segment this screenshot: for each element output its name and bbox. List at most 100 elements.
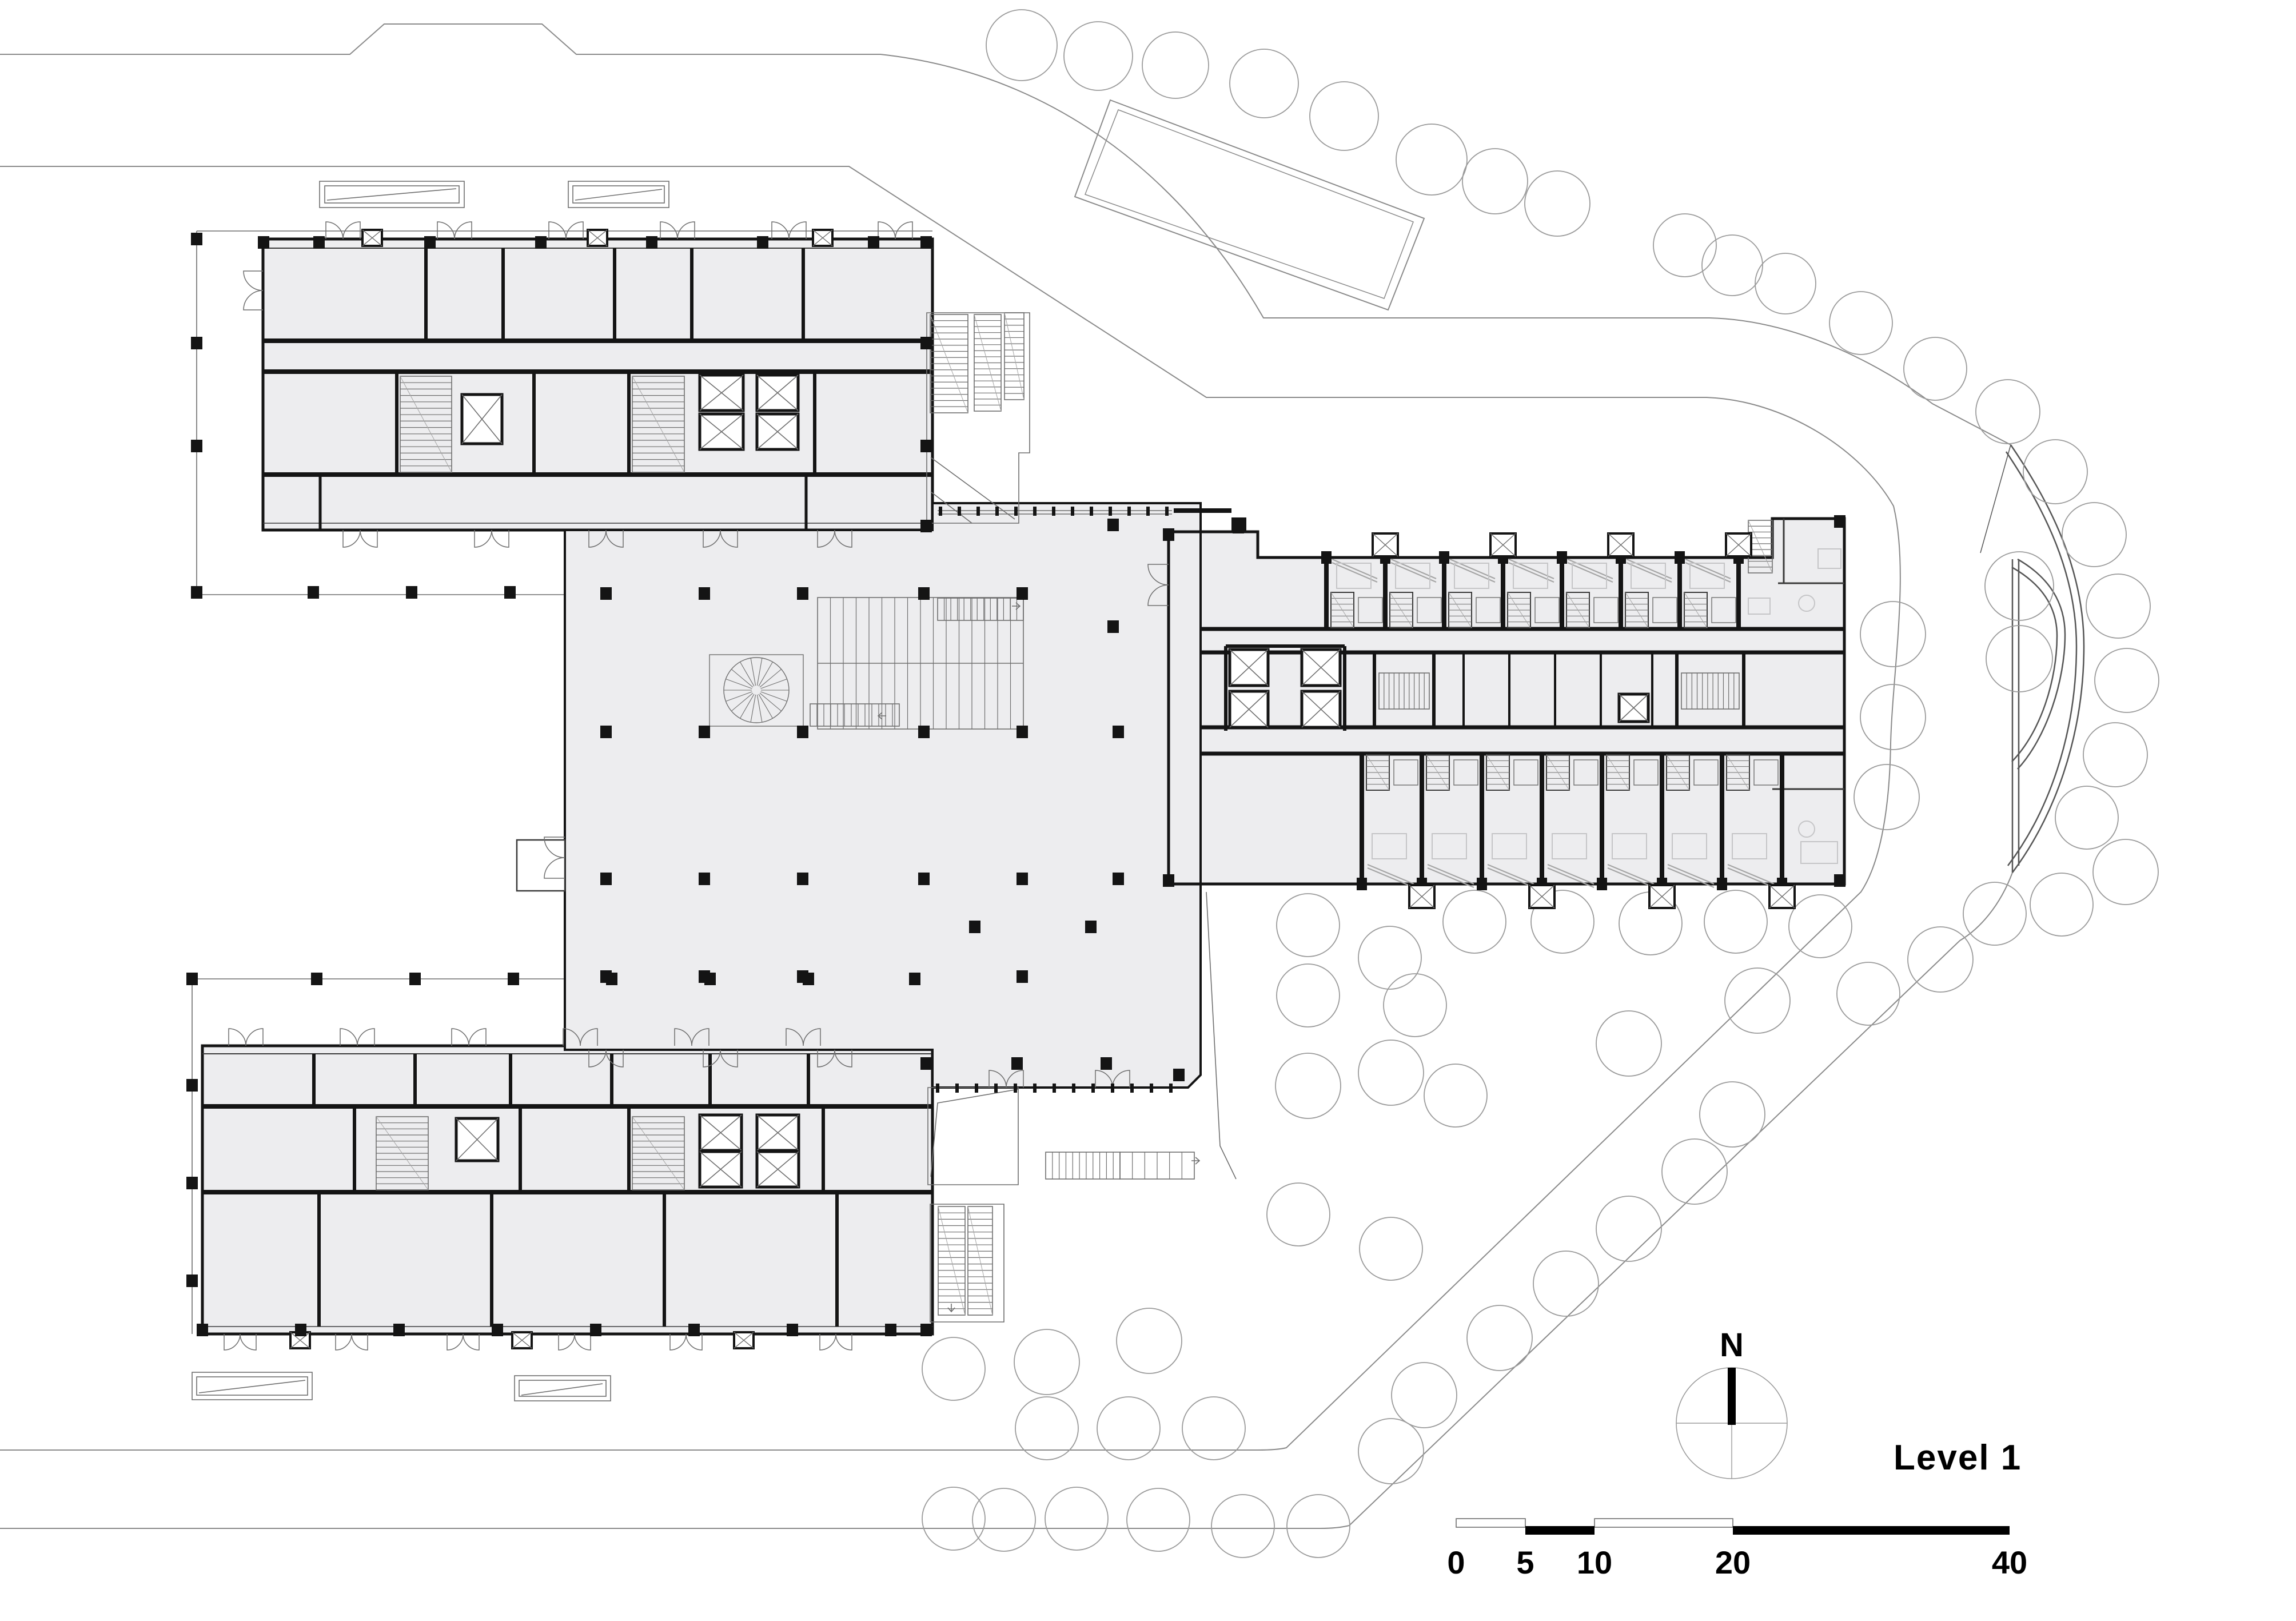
door-swing-icon [544,837,565,879]
west-vestibule [516,839,566,892]
door-swing-icon [703,529,738,548]
tree [1424,1064,1488,1128]
door-swing-icon [817,529,852,548]
unit-stair-icon [1666,754,1690,791]
stair-icon [1004,312,1025,400]
stair-icon [1119,1152,1195,1180]
mullion-tick [976,507,980,516]
column [699,587,710,600]
road-south-edge [0,872,2013,1529]
column [409,973,421,985]
column [918,726,930,738]
stair-symbols [376,312,1773,1316]
column [920,440,932,452]
mullion-tick [1014,1084,1017,1093]
scale-bar-segment-black [1733,1526,2010,1535]
north-label: N [1720,1327,1744,1364]
stair-icon [810,703,900,727]
column [1017,873,1028,885]
mullion-tick [1014,507,1018,516]
door-swing-icon [588,529,624,548]
mullion-tick [1053,1084,1056,1093]
door-swing-icon [447,1333,480,1351]
mullion-tick [939,507,942,516]
tree [1533,1250,1599,1317]
tree [1309,81,1379,151]
column [797,726,808,738]
column [258,236,269,249]
column [797,587,808,600]
bed-furniture [1454,563,1489,589]
tree [1788,894,1852,958]
door-swing-icon [224,1333,257,1351]
elevator-icon [455,1117,500,1162]
column [600,873,612,885]
tree [1462,148,1528,214]
column [688,1324,700,1336]
column [1017,587,1028,600]
shaft-icon [1648,884,1676,909]
tree [2062,502,2127,567]
tree [1358,926,1422,990]
door-swing-icon [243,270,264,310]
tree [1142,31,1209,99]
elevator-icon [698,1113,743,1152]
scale-bar-segment-white [1594,1518,1733,1528]
tree [1963,882,2027,946]
stair-icon [967,1206,993,1316]
mullion-tick [958,507,961,516]
scale-bar-label: 20 [1715,1544,1751,1580]
column [1233,521,1244,533]
stair-icon [376,1116,429,1190]
elevator-icon [755,373,800,412]
wing-east [1167,517,1846,886]
road-north-upper-edge [0,23,2011,445]
elevator-icon [1228,648,1270,687]
column [308,586,319,599]
column [590,1324,601,1336]
tree [1266,1182,1330,1246]
door-swing-icon [1147,564,1169,606]
door-swing-icon [548,221,584,240]
bed-furniture [1513,563,1548,589]
spiral-stair [709,654,804,727]
tree [1229,49,1299,118]
tree [1596,1196,1662,1262]
tree [2083,722,2148,787]
column [699,873,710,885]
tree [1276,893,1340,957]
elevator-icon [1617,692,1650,723]
column [918,873,930,885]
tree [1359,1217,1423,1281]
scale-bar-label: 5 [1516,1544,1534,1580]
column [186,1177,198,1189]
facade-mullion-ticks [936,507,1173,1093]
column [197,1324,208,1336]
column [969,921,980,933]
tree [1286,1494,1350,1558]
mullion-tick [1033,507,1037,516]
tree [1391,1362,1457,1428]
column [186,1275,198,1287]
column [535,236,547,249]
column [1113,873,1124,885]
outdoor-stair-northeast [926,312,1030,524]
door-swing-icon [340,1028,375,1046]
plan-title: Level 1 [1894,1438,2022,1477]
unit-stair-icon [1546,754,1570,791]
elevator-icon [755,412,800,451]
mullion-tick [1052,507,1055,516]
tree [1014,1329,1080,1395]
bed-furniture [1372,833,1407,859]
stair-icon [937,598,1024,621]
wing-northwest [196,230,934,595]
door-swing-icon [988,1070,1024,1088]
shaft-icon [511,1331,533,1349]
column [920,1057,932,1070]
column [1017,726,1028,738]
stair-icon [1378,672,1430,710]
mullion-tick [1090,507,1093,516]
unit-stair-icon [1486,754,1510,791]
tree [1358,1039,1424,1106]
